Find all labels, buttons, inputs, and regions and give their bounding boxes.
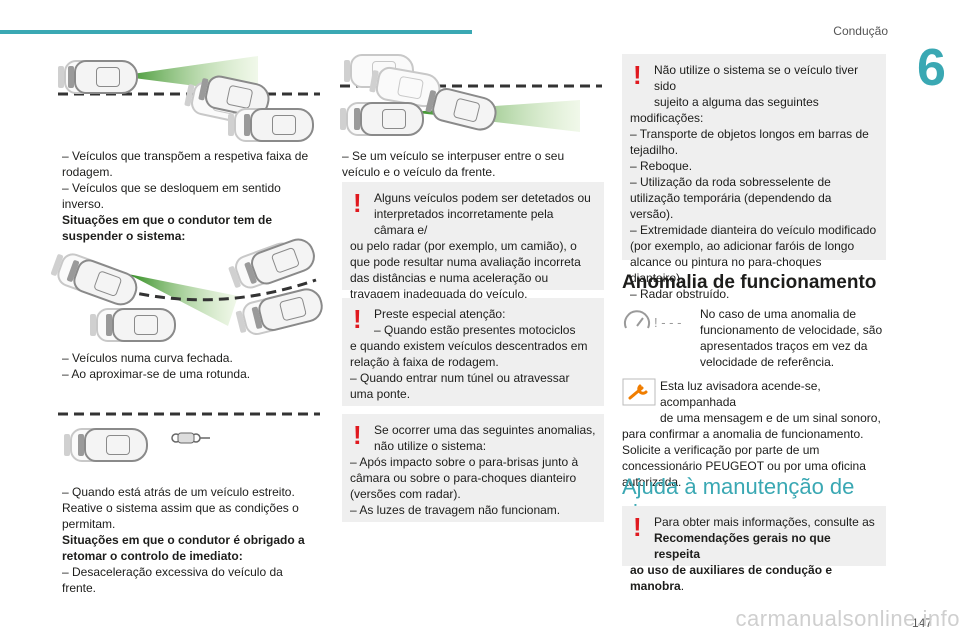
warning-line: Para obter mais informações, consulte as (654, 515, 875, 529)
warning-text: – Transporte de objetos longos em barras… (630, 127, 869, 157)
exclamation-icon: ! (353, 420, 362, 450)
watermark: carmanualsonline.info (735, 606, 960, 631)
warning-text: – Reboque. (630, 159, 693, 173)
illustration-narrow-vehicle (58, 410, 320, 474)
wrench-warning-icon (622, 378, 656, 406)
warning-text: – Extremidade dianteira do veículo modif… (630, 223, 877, 285)
warning-text: modificações: (630, 111, 704, 125)
paragraph-line: Esta luz avisadora acende-se, acompanhad… (660, 379, 821, 409)
header-title: Condução (833, 24, 888, 38)
subheading: Situações em que o condutor é obrigado a… (62, 533, 305, 563)
warning-line: interpretados incorretamente pela câmara… (374, 207, 554, 237)
warning-line: Alguns veículos podem ser detetados ou (374, 191, 591, 205)
warning-line: Recomendações gerais no que respeita (654, 531, 831, 561)
illustration-lane-crossing (58, 54, 320, 144)
exclamation-icon: ! (633, 512, 642, 542)
warning-line: Se ocorrer uma das seguintes anomalias, (374, 423, 596, 437)
paragraph: – Quando está atrás de um veículo estrei… (62, 485, 295, 499)
paragraph: – Ao aproximar-se de uma rotunda. (62, 367, 251, 381)
warning-text: e quando existem veículos descentrados e… (350, 339, 588, 369)
header-accent-bar (0, 30, 472, 34)
illustration-curve (50, 234, 327, 348)
paragraph: – Veículos que se desloquem em sentido i… (62, 181, 281, 211)
warning-text: – Após impacto sobre o para-brisas junto… (350, 455, 579, 501)
col2-text-block-1: – Se um veículo se interpuser entre o se… (342, 148, 604, 180)
warning-light-paragraph: Esta luz avisadora acende-se, acompanhad… (622, 378, 886, 490)
speedometer-fault-icon: ! - - - (622, 308, 692, 332)
paragraph: – Veículos numa curva fechada. (62, 351, 233, 365)
exclamation-icon: ! (353, 304, 362, 334)
warning-box-modifications: ! Não utilize o sistema se o veículo tiv… (622, 54, 886, 301)
exclamation-icon: ! (633, 60, 642, 90)
warning-text: ou pelo radar (por exemplo, um camião), … (350, 239, 581, 301)
warning-box-recommendations: ! Para obter mais informações, consulte … (622, 506, 886, 593)
warning-line: – Quando estão presentes motociclos (374, 323, 576, 337)
col1-text-block-2: – Veículos numa curva fechada. – Ao apro… (62, 350, 320, 382)
paragraph: – Se um veículo se interpuser entre o se… (342, 149, 565, 179)
warning-line: ao uso de auxiliares de condução e manob… (630, 563, 833, 593)
col1-text-block-3: – Quando está atrás de um veículo estrei… (62, 484, 320, 596)
subheading: Situações em que o condutor tem de suspe… (62, 213, 273, 243)
paragraph: Solicite a verificação por parte de um c… (622, 443, 866, 489)
warning-text: – As luzes de travagem não funcionam. (350, 503, 561, 517)
motorcycle-icon (171, 432, 210, 444)
illustration-cut-in (340, 50, 602, 140)
lane-line-icon (58, 412, 320, 444)
chapter-number: 6 (917, 39, 946, 97)
warning-text: – Utilização da roda sobresselente de ut… (630, 175, 832, 221)
paragraph-line: para confirmar a anomalia de funcionamen… (622, 427, 864, 441)
warning-line: Preste especial atenção: (374, 307, 506, 321)
warning-box-attention: ! Preste especial atenção: – Quando estã… (342, 298, 604, 406)
warning-box-detection: ! Alguns veículos podem ser detetados ou… (342, 182, 604, 301)
exclamation-icon: ! (353, 188, 362, 218)
warning-line: não utilize o sistema: (374, 439, 487, 453)
warning-box-anomalies: ! Se ocorrer uma das seguintes anomalias… (342, 414, 604, 522)
paragraph: Reative o sistema assim que as condições… (62, 501, 299, 531)
section-heading-malfunction: Anomalia de funcionamento (622, 272, 877, 293)
warning-line: sujeito a alguma das seguintes (654, 95, 819, 109)
paragraph: – Desaceleração excessiva do veículo da … (62, 565, 283, 595)
warning-text: – Quando entrar num túnel ou atravessar … (350, 371, 570, 401)
warning-line: Não utilize o sistema se o veículo tiver… (654, 63, 859, 93)
punctuation: . (680, 579, 685, 593)
col1-text-block-1: – Veículos que transpõem a respetiva fai… (62, 148, 320, 244)
warning-text: – Radar obstruído. (630, 287, 730, 301)
malfunction-paragraph: No caso de uma anomalia de funcionamento… (700, 307, 883, 369)
paragraph-line: de uma mensagem e de um sinal sonoro, (660, 411, 881, 425)
page-number: 147 (911, 616, 932, 630)
paragraph: – Veículos que transpõem a respetiva fai… (62, 149, 309, 179)
svg-text:! - - -: ! - - - (654, 315, 681, 330)
